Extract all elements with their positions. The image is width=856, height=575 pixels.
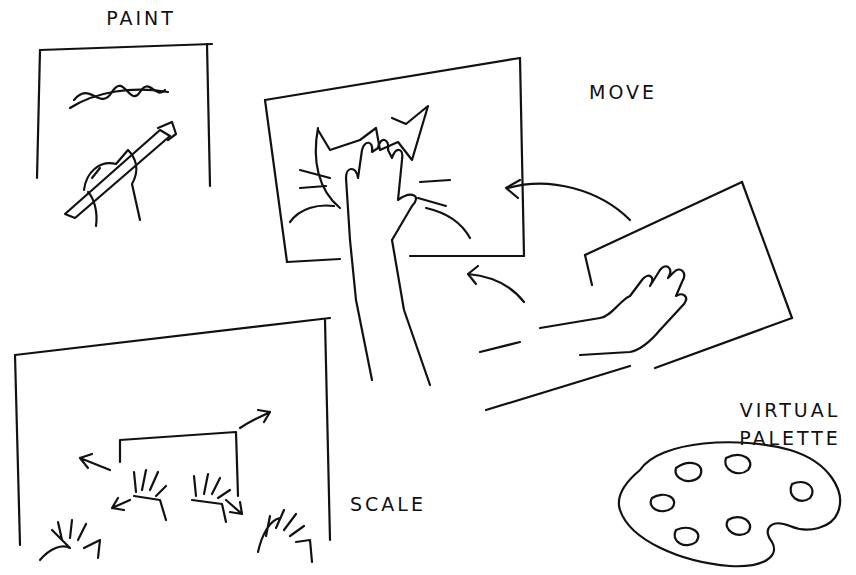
- panel-heading: PAINT: [96, 4, 186, 32]
- panel-heading: SCALE: [338, 490, 438, 518]
- paint-panel: [37, 44, 212, 226]
- palette-label: VIRTUAL PALETTE: [728, 396, 852, 452]
- move-panel: [265, 58, 792, 410]
- palette-illustration: [619, 442, 840, 566]
- scale-panel: [15, 318, 330, 562]
- panel-heading: MOVE: [578, 78, 668, 106]
